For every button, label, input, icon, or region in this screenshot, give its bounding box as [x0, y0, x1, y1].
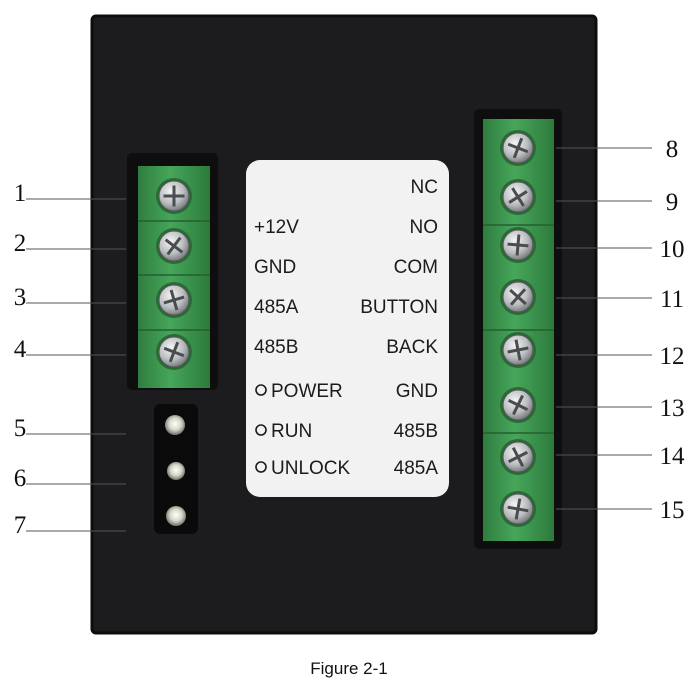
label-485a-left: 485A — [254, 297, 299, 318]
callout-number: 15 — [660, 497, 685, 524]
callout-right: 8 — [556, 136, 678, 163]
callout-number: 3 — [14, 284, 27, 311]
callout-number: 8 — [666, 136, 679, 163]
label-485a-right: 485A — [394, 458, 439, 479]
power-led — [165, 415, 185, 435]
right-terminal-screw — [500, 439, 536, 475]
callout-right: 13 — [556, 395, 685, 422]
label-run: RUN — [271, 421, 312, 442]
indicator-run-icon — [255, 424, 267, 436]
callout-right: 10 — [556, 236, 685, 263]
left-callouts: 1 2 3 4 5 6 7 — [14, 180, 126, 539]
right-terminal-screw — [500, 227, 536, 263]
callout-number: 9 — [666, 189, 679, 216]
callout-number: 4 — [14, 336, 27, 363]
label-no: NO — [410, 217, 439, 238]
left-terminal-screw — [156, 334, 192, 370]
label-gnd-right: GND — [396, 381, 438, 402]
right-terminal-screw — [500, 279, 536, 315]
callout-left: 4 — [14, 336, 126, 363]
label-nc: NC — [411, 177, 438, 198]
right-terminal-screw — [500, 130, 536, 166]
label-back: BACK — [386, 337, 438, 358]
right-terminal-screw — [500, 332, 536, 368]
left-terminal-block — [127, 153, 218, 390]
callout-number: 6 — [14, 465, 27, 492]
callout-right: 12 — [556, 343, 685, 370]
label-485b-left: 485B — [254, 337, 298, 358]
right-callouts: 8 9 10 11 12 13 14 15 — [556, 136, 685, 524]
callout-number: 13 — [660, 395, 685, 422]
right-terminal-screw — [500, 387, 536, 423]
right-terminal-screw — [500, 179, 536, 215]
callout-left: 7 — [14, 512, 126, 539]
callout-left: 6 — [14, 465, 126, 492]
callout-number: 11 — [660, 286, 684, 313]
label-card-text: NC +12V NO GND COM 485A BUTTON 485B BACK… — [254, 177, 438, 479]
callout-left: 2 — [14, 230, 126, 257]
unlock-led — [166, 506, 186, 526]
callout-number: 5 — [14, 415, 27, 442]
left-terminal-screw — [156, 178, 192, 214]
label-gnd-left: GND — [254, 257, 296, 278]
figure-caption: Figure 2-1 — [310, 659, 387, 678]
callout-number: 10 — [660, 236, 685, 263]
callout-left: 3 — [14, 284, 126, 311]
left-terminal-screw — [156, 282, 192, 318]
callout-number: 7 — [14, 512, 27, 539]
label-button: BUTTON — [360, 297, 438, 318]
run-led — [167, 462, 185, 480]
callout-number: 2 — [14, 230, 27, 257]
callout-number: 12 — [660, 343, 685, 370]
indicator-unlock-icon — [255, 461, 267, 473]
callout-number: 14 — [660, 443, 686, 470]
label-485b-right: 485B — [394, 421, 438, 442]
label-power: POWER — [271, 381, 343, 402]
label-com: COM — [394, 257, 438, 278]
callout-left: 1 — [14, 180, 126, 207]
right-terminal-screw — [500, 491, 536, 527]
callout-right: 14 — [556, 443, 685, 470]
left-terminal-screw — [156, 228, 192, 264]
led-window — [154, 404, 198, 534]
label-unlock: UNLOCK — [271, 458, 351, 479]
callout-right: 15 — [556, 497, 685, 524]
indicator-power-icon — [255, 384, 267, 396]
callout-right: 11 — [556, 286, 684, 313]
label-card — [246, 160, 449, 497]
callout-left: 5 — [14, 415, 126, 442]
callout-number: 1 — [14, 180, 27, 207]
label-12v: +12V — [254, 217, 299, 238]
right-terminal-block — [474, 109, 562, 549]
callout-right: 9 — [556, 189, 678, 216]
